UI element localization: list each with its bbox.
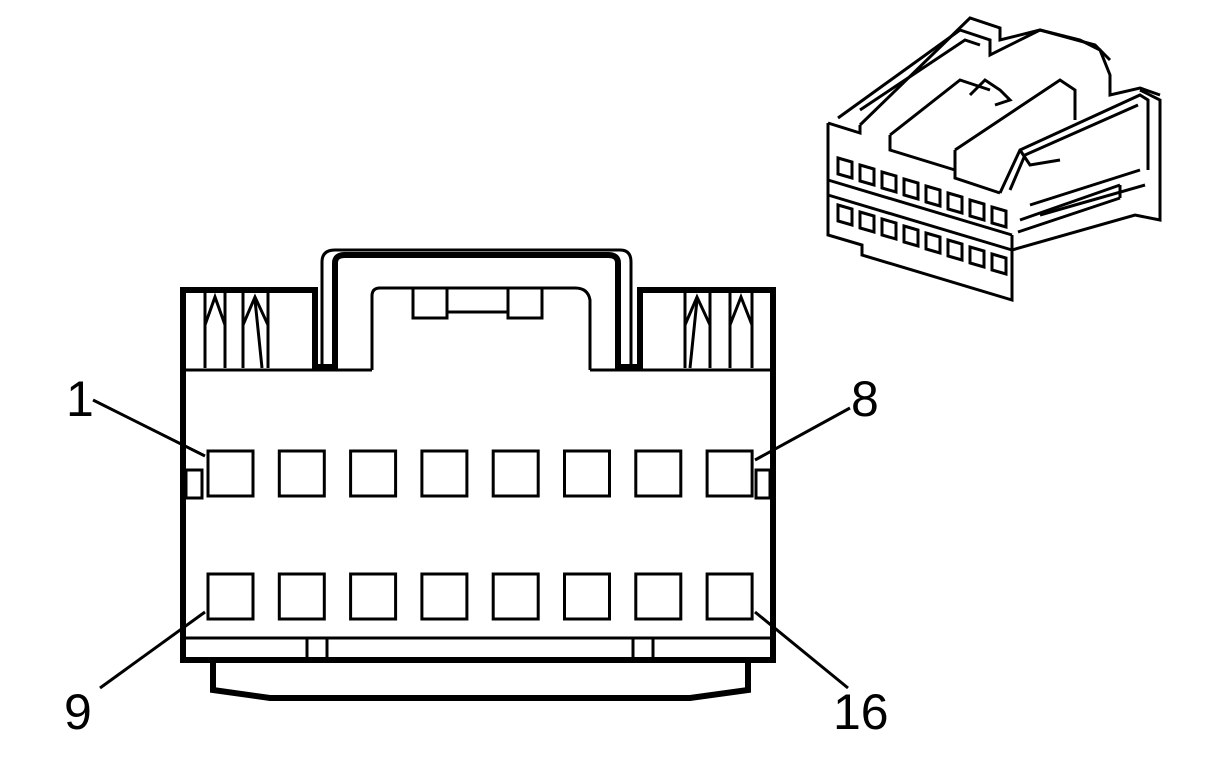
bottom-lip-notches bbox=[305, 638, 655, 660]
pin-label-16: 16 bbox=[833, 684, 889, 740]
pin-cavities bbox=[206, 449, 754, 621]
latch-tab-right bbox=[506, 286, 544, 320]
leader-pin-16 bbox=[754, 610, 849, 690]
pin-cavity-12 bbox=[420, 572, 469, 621]
leader-pin-9 bbox=[99, 610, 206, 690]
pin-cavity-7 bbox=[634, 449, 683, 498]
pin-cavity-16 bbox=[705, 572, 754, 621]
latch-inner-line bbox=[320, 248, 633, 367]
right-rib-detail bbox=[683, 292, 754, 369]
side-key-left bbox=[184, 468, 204, 500]
leader-lines bbox=[92, 398, 851, 690]
bottom-skirt bbox=[210, 660, 751, 701]
pin-cavity-10 bbox=[277, 572, 326, 621]
connector-isometric-view bbox=[826, 16, 1162, 303]
connector-face-view: 1 8 9 16 bbox=[64, 248, 889, 740]
pin-cavity-11 bbox=[349, 572, 398, 621]
pin-cavity-15 bbox=[634, 572, 683, 621]
pin-cavity-1 bbox=[206, 449, 255, 498]
pin-cavity-13 bbox=[491, 572, 540, 621]
left-rib-detail bbox=[203, 292, 270, 369]
pin-cavity-9 bbox=[206, 572, 255, 621]
pin-label-9: 9 bbox=[64, 684, 92, 740]
pin-cavity-8 bbox=[705, 449, 754, 498]
pin-label-8: 8 bbox=[851, 371, 879, 427]
pin-cavity-14 bbox=[563, 572, 611, 621]
leader-pin-1 bbox=[92, 398, 206, 458]
latch-window bbox=[370, 286, 592, 370]
pin-cavity-3 bbox=[349, 449, 398, 498]
pin-cavity-5 bbox=[491, 449, 540, 498]
pin-cavity-6 bbox=[563, 449, 611, 498]
pin-cavity-4 bbox=[420, 449, 469, 498]
bottom-lip bbox=[180, 618, 776, 663]
latch-tab-left bbox=[411, 286, 449, 320]
pin-label-1: 1 bbox=[66, 371, 94, 427]
side-key-right bbox=[754, 468, 772, 500]
leader-pin-8 bbox=[754, 406, 851, 462]
connector-body-outline bbox=[180, 252, 776, 620]
pin-cavity-2 bbox=[277, 449, 326, 498]
iso-cavities bbox=[836, 156, 1008, 276]
